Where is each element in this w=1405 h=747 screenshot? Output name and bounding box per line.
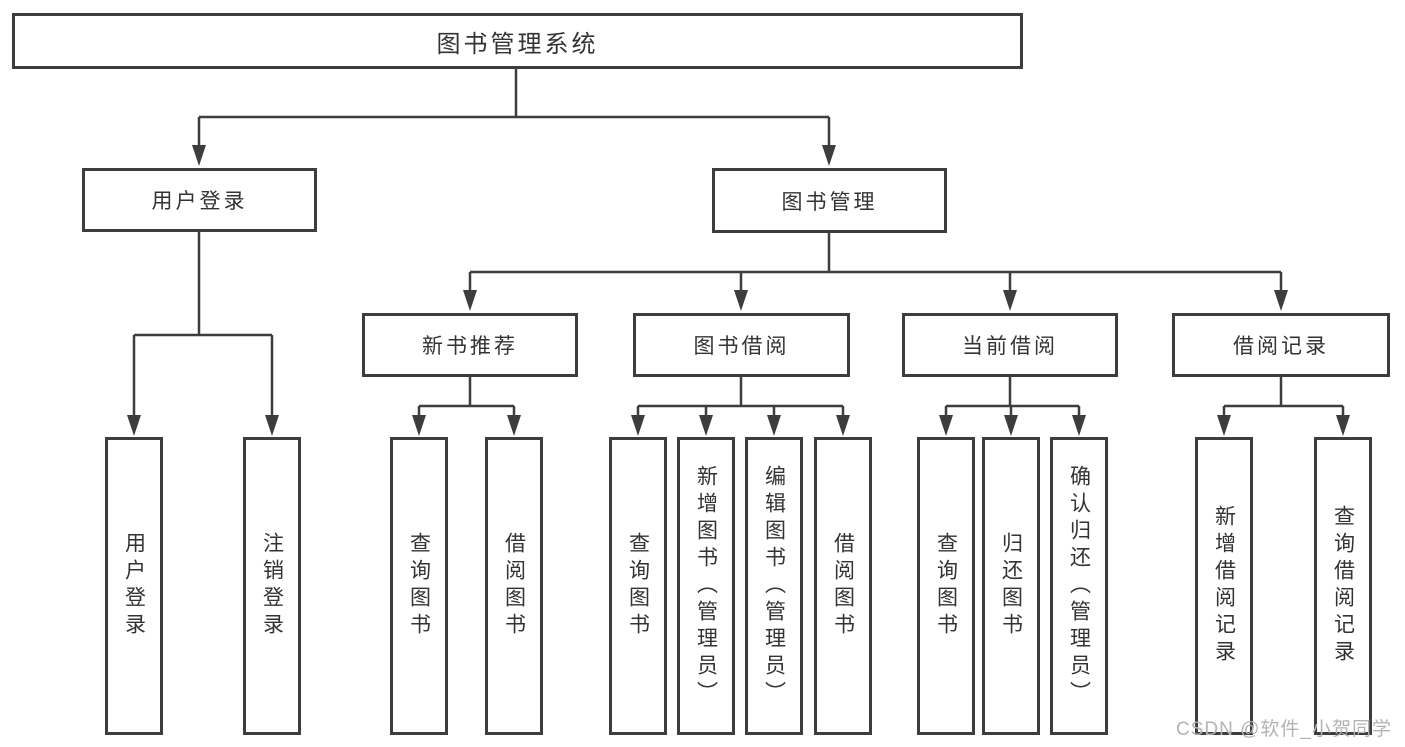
leaf-bb-add-books-admin-label: 新增图书（管理员） [694,464,718,708]
leaf-nb-query-books-label: 查询图书 [407,532,431,640]
node-book-borrowing-label: 图书借阅 [693,335,790,358]
leaf-br-query-record: 查询借阅记录 [1314,437,1372,735]
node-new-book-recommend-label: 新书推荐 [422,335,518,358]
csdn-watermark: CSDN @软件_小贺同学 [1176,719,1392,740]
leaf-logout-label: 注销登录 [260,532,284,640]
leaf-nb-borrow-books-label: 借阅图书 [502,532,526,640]
node-user-login: 用户登录 [82,168,317,232]
leaf-br-query-record-label: 查询借阅记录 [1331,505,1355,667]
leaf-user-login-label: 用户登录 [122,532,146,640]
leaf-cb-return-books-label: 归还图书 [999,532,1023,640]
node-book-management: 图书管理 [712,168,947,233]
leaf-nb-borrow-books: 借阅图书 [485,437,543,735]
leaf-bb-edit-books-admin: 编辑图书（管理员） [745,437,803,735]
leaf-br-add-record-label: 新增借阅记录 [1212,505,1236,667]
node-new-book-recommend: 新书推荐 [362,313,578,377]
node-book-management-label: 图书管理 [781,190,878,214]
leaf-cb-confirm-return-admin-label: 确认归还（管理员） [1067,464,1091,708]
leaf-bb-borrow-books: 借阅图书 [814,437,872,735]
node-current-borrowing-label: 当前借阅 [962,335,1058,358]
leaf-bb-borrow-books-label: 借阅图书 [831,532,855,640]
leaf-cb-confirm-return-admin: 确认归还（管理员） [1050,437,1108,735]
node-borrowing-records: 借阅记录 [1172,313,1390,377]
leaf-bb-add-books-admin: 新增图书（管理员） [677,437,735,735]
leaf-cb-query-books-label: 查询图书 [934,532,958,640]
leaf-br-add-record: 新增借阅记录 [1195,437,1253,735]
node-current-borrowing: 当前借阅 [902,313,1118,377]
leaf-bb-query-books: 查询图书 [609,437,667,735]
leaf-cb-query-books: 查询图书 [917,437,975,735]
node-root-system: 图书管理系统 [12,13,1023,69]
leaf-cb-return-books: 归还图书 [982,437,1040,735]
leaf-logout: 注销登录 [243,437,301,735]
arrowheads [127,145,1350,436]
node-borrowing-records-label: 借阅记录 [1233,335,1329,358]
node-user-login-label: 用户登录 [151,190,248,213]
leaf-nb-query-books: 查询图书 [390,437,448,735]
node-root-label: 图书管理系统 [436,30,599,58]
leaf-bb-query-books-label: 查询图书 [626,532,650,640]
leaf-bb-edit-books-admin-label: 编辑图书（管理员） [762,464,786,708]
leaf-user-login: 用户登录 [105,437,163,735]
node-book-borrowing: 图书借阅 [633,313,850,377]
